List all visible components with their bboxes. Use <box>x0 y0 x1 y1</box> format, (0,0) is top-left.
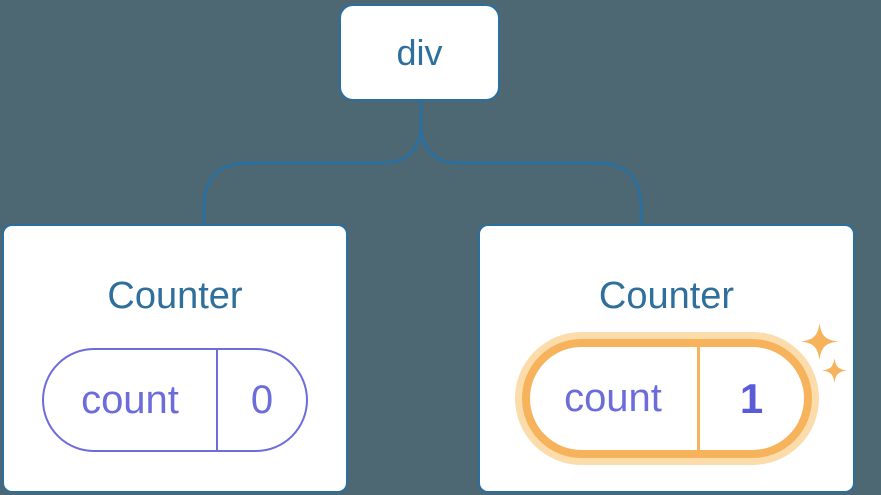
connector-lines <box>202 99 643 228</box>
state-key-label: count <box>530 347 700 450</box>
connector-branch-left <box>202 122 423 228</box>
state-value: 0 <box>250 377 274 422</box>
sparkle-icon <box>801 323 838 360</box>
state-key-label: count <box>44 350 218 450</box>
counter-card-right: Counter count 1 <box>478 224 855 493</box>
state-pill-highlighted: count 1 <box>521 339 812 458</box>
sparkle-icon <box>822 358 847 383</box>
counter-title: Counter <box>107 275 243 317</box>
tree-root-node: div <box>339 4 500 101</box>
root-node-label: div <box>396 31 443 73</box>
connector-branch-right <box>419 122 643 228</box>
state-pill: count 0 <box>42 348 308 452</box>
counter-card-left: Counter count 0 <box>2 224 348 493</box>
counter-title: Counter <box>598 275 735 317</box>
state-value: 1 <box>739 374 764 422</box>
